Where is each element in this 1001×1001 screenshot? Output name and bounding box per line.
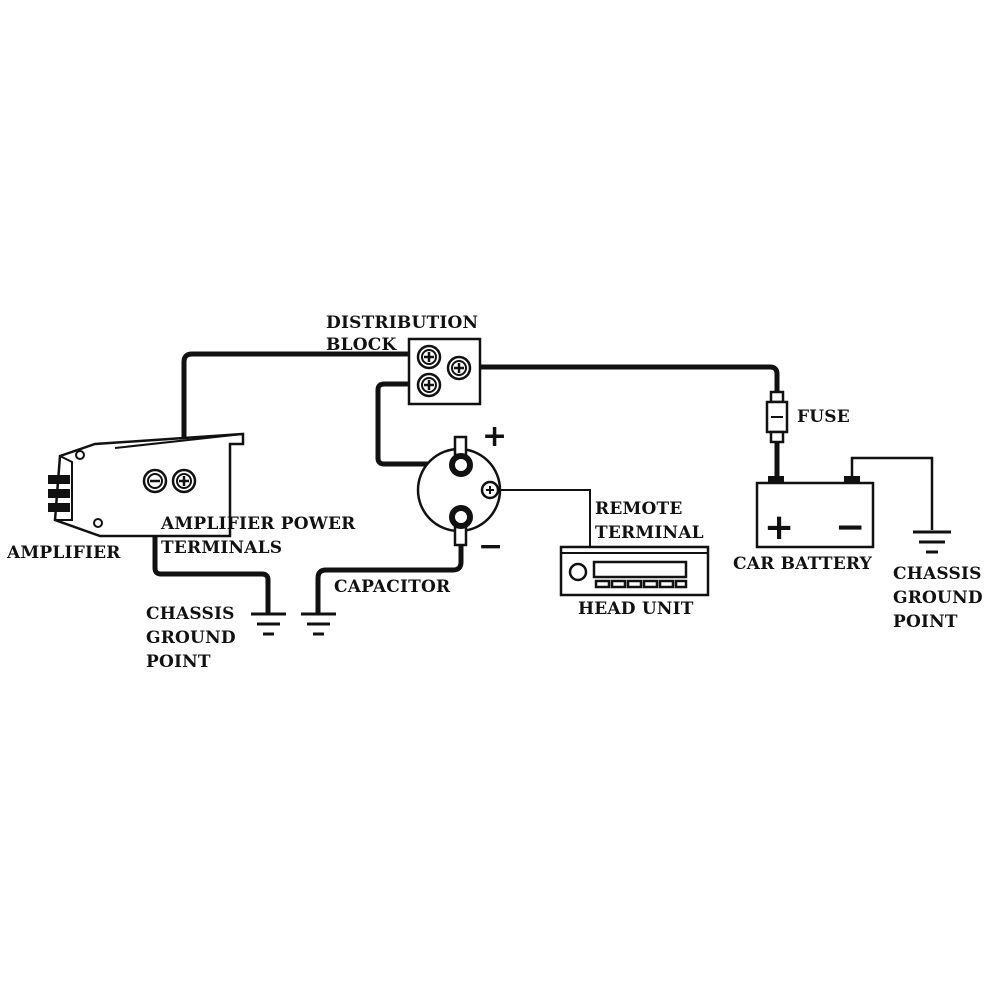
capacitor-bottom-post — [453, 525, 468, 547]
wire-amp-positive — [181, 351, 418, 485]
label-remote-terminal-line2: TERMINAL — [595, 523, 704, 543]
amplifier — [48, 432, 245, 538]
amplifier-heat-fins — [48, 475, 70, 512]
capacitor: + − — [416, 419, 507, 564]
label-head-unit: HEAD UNIT — [578, 599, 694, 619]
label-chassis-ground-left-line3: POINT — [146, 652, 211, 672]
fuse-bottom-cap — [769, 430, 785, 444]
label-remote-terminal-line1: REMOTE — [595, 499, 683, 519]
label-amplifier-power-line1: AMPLIFIER POWER — [160, 514, 356, 534]
amplifier-positive-terminal[interactable] — [171, 468, 197, 494]
label-chassis-ground-right-line1: CHASSIS — [893, 564, 982, 584]
battery-negative-post — [844, 476, 860, 484]
ground-symbol-capacitor — [301, 612, 336, 636]
label-car-battery: CAR BATTERY — [733, 554, 873, 574]
amplifier-screw-bottom — [93, 518, 103, 528]
wire-remote-terminal — [498, 489, 591, 546]
amplifier-side-face — [55, 455, 73, 521]
capacitor-top-post — [453, 435, 468, 457]
battery-body — [755, 481, 875, 549]
capacitor-minus-sign: − — [478, 529, 503, 564]
capacitor-remote-terminal[interactable] — [480, 480, 500, 500]
distribution-terminal-2[interactable] — [446, 355, 472, 381]
label-capacitor: CAPACITOR — [334, 577, 451, 597]
distribution-block — [407, 337, 482, 406]
capacitor-plus-sign: + — [482, 419, 507, 454]
distribution-terminal-3[interactable] — [416, 372, 442, 398]
label-fuse: FUSE — [797, 407, 850, 427]
distribution-terminal-1[interactable] — [416, 344, 442, 370]
label-chassis-ground-right-line3: POINT — [893, 612, 958, 632]
head-unit-buttons — [594, 579, 688, 589]
amplifier-screw-top — [75, 450, 85, 460]
label-amplifier-power-line2: TERMINALS — [161, 538, 282, 558]
capacitor-negative-terminal[interactable] — [449, 505, 473, 529]
ground-symbol-amplifier — [251, 612, 286, 636]
fuse — [765, 390, 789, 444]
capacitor-positive-terminal[interactable] — [449, 453, 473, 477]
label-chassis-ground-left-line2: GROUND — [146, 628, 236, 648]
battery-positive-post — [768, 476, 784, 484]
label-amplifier: AMPLIFIER — [6, 543, 121, 563]
label-chassis-ground-left-line1: CHASSIS — [146, 604, 235, 624]
ground-symbol-battery — [913, 530, 951, 554]
head-unit-knob[interactable] — [568, 562, 588, 582]
battery-minus-sign: − — [835, 507, 865, 548]
head-unit — [559, 545, 710, 597]
head-unit-display — [592, 560, 688, 579]
label-distribution-block-line2: BLOCK — [326, 335, 397, 355]
battery-plus-sign: + — [764, 507, 794, 548]
wire-amp-ground — [152, 489, 271, 615]
label-chassis-ground-right-line2: GROUND — [893, 588, 983, 608]
fuse-top-cap — [769, 390, 785, 404]
amplifier-negative-terminal[interactable] — [142, 468, 168, 494]
amplifier-top-edge — [114, 433, 244, 449]
wires — [152, 351, 934, 615]
wire-distribution-to-fuse — [475, 364, 780, 395]
wire-distribution-to-capacitor — [375, 381, 450, 467]
wire-battery-ground — [850, 456, 934, 530]
label-distribution-block-line1: DISTRIBUTION — [326, 313, 478, 333]
car-battery: + − — [755, 476, 875, 549]
labels: DISTRIBUTION BLOCK FUSE AMPLIFIER POWER … — [6, 313, 983, 672]
wire-capacitor-ground — [315, 542, 464, 615]
